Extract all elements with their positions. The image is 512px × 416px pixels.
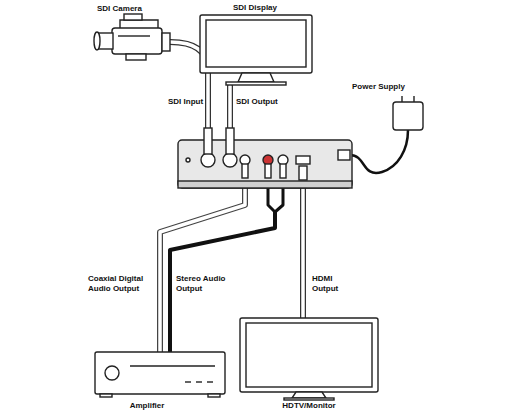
- cable-label: HDMI Output: [312, 274, 348, 293]
- device-label: HDTV/Monitor: [282, 401, 335, 411]
- label-box: SDI Input: [168, 97, 203, 107]
- device-node: Amplifier: [130, 401, 165, 411]
- device-label: SDI Display: [233, 3, 277, 13]
- device-node: SDI Display: [233, 3, 277, 13]
- device-node: HDTV/Monitor: [282, 401, 335, 411]
- device-label: SDI Camera: [97, 4, 142, 14]
- cable-label: Stereo Audio Output: [176, 274, 232, 293]
- cable-label: SDI Input: [168, 97, 203, 107]
- label-box: Coaxial Digital Audio Output: [88, 274, 150, 293]
- device-node: SDI Camera: [97, 4, 142, 14]
- label-box: SDI Output: [236, 97, 278, 107]
- cable-label: SDI Output: [236, 97, 278, 107]
- cable-label: Coaxial Digital Audio Output: [88, 274, 150, 293]
- device-label: Amplifier: [130, 401, 165, 411]
- label-box: HDMI Output: [312, 274, 348, 293]
- device-label: Power Supply: [352, 82, 405, 92]
- label-box: Stereo Audio Output: [176, 274, 232, 293]
- device-node: Power Supply: [352, 82, 405, 92]
